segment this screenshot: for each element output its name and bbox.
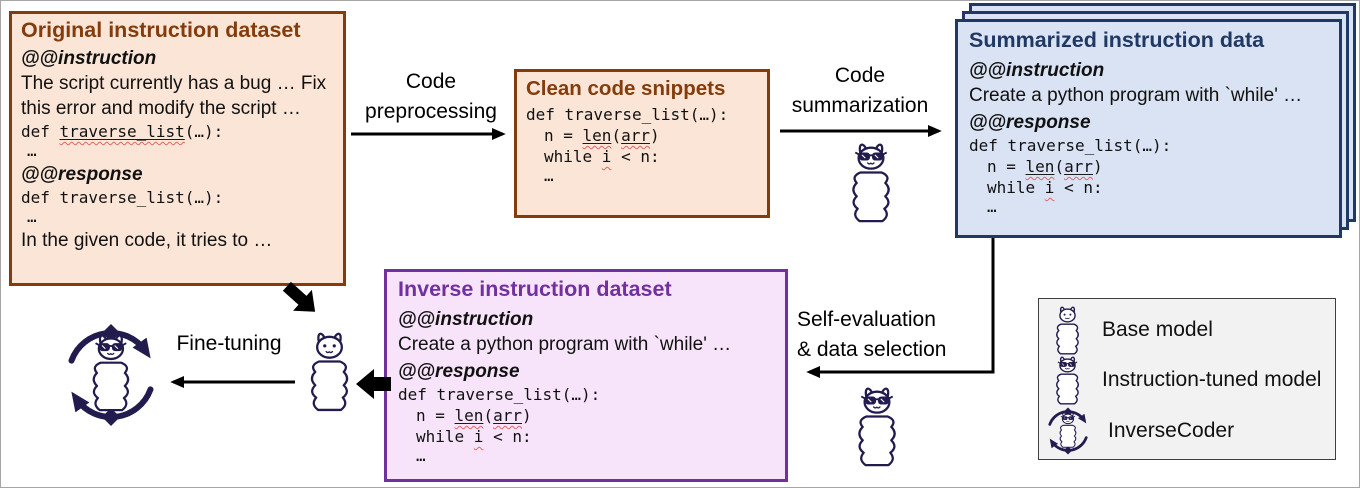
- instruction-text: The script currently has a bug … Fix thi…: [21, 73, 327, 119]
- instruction-tag: @@instruction: [21, 48, 157, 69]
- code-line-ellipsis: …: [987, 197, 997, 216]
- summarization-label: Code summarization: [791, 64, 929, 117]
- instruction-tag: @@instruction: [398, 309, 534, 330]
- base-model-llama-icon: [1049, 305, 1086, 355]
- inverse-dataset-title: Inverse instruction dataset: [398, 277, 672, 301]
- legend-row: Base model: [1049, 305, 1325, 355]
- instruction-tag: @@instruction: [969, 60, 1105, 81]
- summarized-data-title: Summarized instruction data: [969, 28, 1265, 52]
- instruction-text: Create a python program with `while' …: [969, 85, 1303, 106]
- legend-row: Instruction-tuned model: [1049, 355, 1325, 405]
- response-tag: @@response: [969, 112, 1091, 133]
- response-tag: @@response: [21, 164, 143, 185]
- legend-label: InverseCoder: [1108, 419, 1235, 442]
- code-line-while: while i < n:: [987, 178, 1103, 197]
- instruction-text: Create a python program with `while' …: [398, 334, 732, 355]
- original-dataset-box: Original instruction dataset @@instructi…: [9, 11, 346, 286]
- code-line-assign: n = len(arr): [987, 157, 1103, 176]
- fine-tuning-label: Fine-tuning: [176, 332, 282, 355]
- response-tag: @@response: [398, 361, 520, 382]
- code-line-def: def traverse_list(…):: [398, 385, 601, 404]
- code-line-while: while i < n:: [544, 147, 660, 166]
- code-line-assign: n = len(arr): [544, 126, 660, 145]
- instruction-tuned-llama-icon: [841, 141, 901, 223]
- code-line-while: while i < n:: [416, 427, 532, 446]
- code-line-def: def traverse_list(…):: [21, 188, 224, 207]
- instruction-tuned-llama-icon: [847, 385, 907, 467]
- legend-label: Instruction-tuned model: [1102, 368, 1322, 391]
- legend-row: InverseCoder: [1049, 405, 1325, 457]
- code-line-ellipsis: …: [416, 446, 426, 465]
- legend-box: Base model Instruction-tuned model Inver…: [1038, 298, 1336, 460]
- preprocessing-label: Code preprocessing: [365, 70, 497, 123]
- original-dataset-title: Original instruction dataset: [21, 18, 301, 42]
- inversecoder-llama-icon: [59, 319, 163, 431]
- code-line-def: def traverse_list(…):: [969, 136, 1172, 155]
- base-model-llama-icon: [301, 328, 358, 414]
- inverse-dataset-box: Inverse instruction dataset @@instructio…: [384, 269, 788, 482]
- code-line-def: def traverse_list(…):: [526, 105, 729, 124]
- code-line-ellipsis: …: [27, 207, 37, 226]
- inversecoder-llama-icon: [1044, 405, 1092, 457]
- code-line-ellipsis: …: [27, 141, 37, 160]
- code-line-def: def traverse_list(…):: [21, 122, 224, 141]
- code-line-assign: n = len(arr): [416, 406, 532, 425]
- clean-code-box: Clean code snippets def traverse_list(…)…: [514, 69, 770, 218]
- legend-label: Base model: [1102, 318, 1213, 341]
- summarized-data-box: Summarized instruction data @@instructio…: [955, 19, 1342, 238]
- self-eval-label: Self-evaluation & data selection: [797, 308, 947, 361]
- code-line-ellipsis: …: [544, 166, 554, 185]
- instruction-tuned-llama-icon: [1049, 355, 1086, 405]
- response-note: In the given code, it tries to …: [21, 230, 273, 251]
- clean-code-title: Clean code snippets: [526, 77, 726, 100]
